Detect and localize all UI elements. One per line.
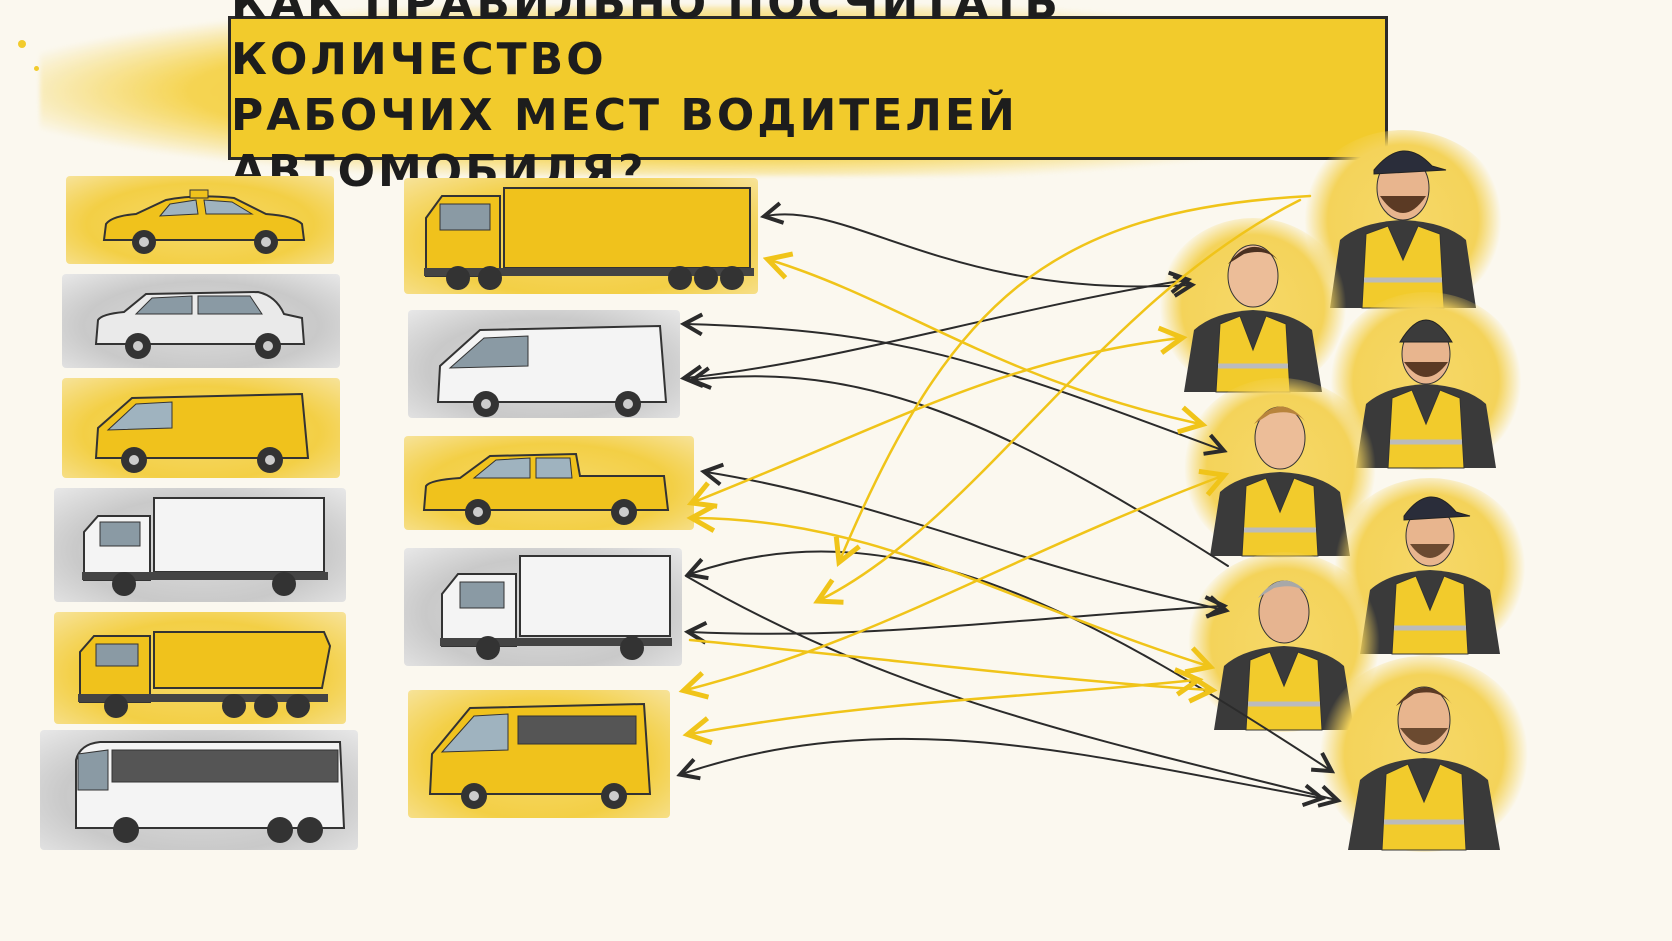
driver-portrait-icon [1330, 150, 1476, 309]
paint-splatter [34, 66, 39, 71]
title-banner: Как правильно посчитать количество рабоч… [228, 0, 1388, 197]
yellow-arrow-10 [694, 338, 1180, 502]
vehicle-card-suv [62, 274, 340, 368]
paint-splatter [18, 40, 26, 48]
vehicle-card-taxi [66, 176, 334, 264]
dark-arrow-5 [690, 606, 1222, 634]
vehicle-card-coach-bus [40, 730, 358, 850]
taxi-sedan-icon [102, 189, 306, 254]
vehicle-card-semi-truck [404, 178, 758, 294]
driver-7 [1318, 656, 1530, 852]
yellow-arrow-16 [688, 638, 1210, 690]
yellow-arrow-14 [686, 476, 1222, 690]
driver-portrait-icon [1184, 244, 1322, 393]
box-truck-icon [82, 497, 328, 596]
pickup-icon [422, 452, 670, 525]
yellow-arrow-13 [690, 680, 1196, 734]
vehicle-card-box-truck-2 [404, 548, 682, 666]
van-icon [436, 324, 668, 417]
vehicle-card-pickup [404, 436, 694, 530]
semi-truck-icon [424, 187, 754, 290]
box-truck-icon [440, 555, 672, 660]
dump-truck-icon [78, 631, 332, 718]
driver-2 [1158, 218, 1348, 394]
driver-portrait-icon [1360, 496, 1500, 655]
yellow-arrow-12 [694, 518, 1208, 666]
dark-arrow-4 [694, 376, 1229, 567]
vehicle-card-van-white [408, 310, 680, 418]
dark-arrow-1 [686, 324, 1222, 450]
driver-portrait-icon [1356, 319, 1496, 469]
driver-1 [1300, 130, 1506, 310]
vehicle-card-dump-truck [54, 612, 346, 724]
title-line-1: Как правильно посчитать количество [231, 0, 1061, 85]
suv-icon [94, 290, 306, 359]
coach-bus-icon [75, 741, 346, 843]
van-icon [94, 392, 310, 473]
dark-arrow-3 [706, 472, 1224, 610]
vehicle-card-box-truck [54, 488, 346, 602]
yellow-arrow-11 [770, 260, 1200, 424]
dark-arrow-7 [682, 737, 1320, 798]
vehicle-card-minibus [408, 690, 670, 818]
dark-arrow-2 [686, 280, 1186, 378]
driver-portrait-icon [1348, 686, 1500, 851]
vehicle-card-van [62, 378, 340, 478]
dark-arrow-0 [766, 214, 1190, 286]
minibus-icon [428, 702, 652, 809]
